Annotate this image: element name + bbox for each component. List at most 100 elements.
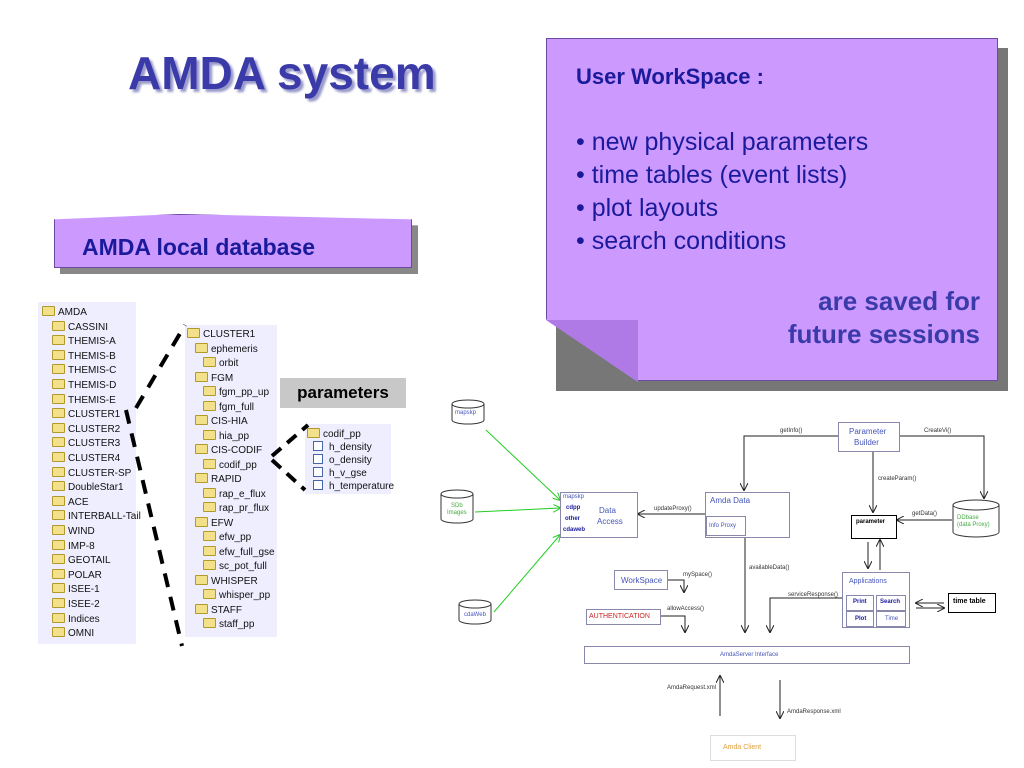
data-access-item: mapskp [563,494,585,500]
request-label: AmdaRequest.xml [667,685,717,691]
tree-node-label: h_v_gse [329,468,367,479]
folder-icon [42,306,55,316]
folder-icon [52,539,65,550]
updateproxy-label: updateProxy() [654,506,692,512]
workspace-item: • time tables (event lists) [576,161,848,189]
parameter-class-label: parameter [856,519,886,525]
folder-icon [52,481,65,492]
folder-icon [195,342,208,353]
folder-icon [203,560,216,570]
tree-node[interactable]: THEMIS-D [52,379,116,392]
tree-node[interactable]: CLUSTER1 [52,408,120,421]
tree-node[interactable]: STAFF [195,603,242,617]
checkbox-icon[interactable] [313,480,323,490]
cdaweb-database-icon [458,599,492,625]
tree-node[interactable]: ISEE-1 [52,583,100,596]
tree-node[interactable]: THEMIS-A [52,335,116,348]
tree-node[interactable]: CLUSTER-SP [52,466,131,480]
folder-icon [52,466,65,477]
folder-icon [52,627,65,638]
tree-node-label: rap_pr_flux [219,503,270,514]
folder-icon [52,510,65,521]
checkbox-icon[interactable] [313,467,323,477]
tree-node[interactable]: WHISPER [195,574,258,588]
tree-node[interactable]: CLUSTER2 [52,422,120,436]
tree-node[interactable]: codif_pp [307,428,361,441]
tree-node[interactable]: efw_pp [203,531,251,544]
time-table-box [948,593,996,613]
tree-node[interactable]: ISEE-2 [52,598,100,611]
ddbase-label: (data Proxy) [957,522,990,528]
tree-node[interactable]: efw_full_gse [203,545,275,559]
search-app-label: Search [880,599,901,605]
tree-node[interactable]: h_v_gse [313,467,367,480]
tree-node[interactable]: sc_pot_full [203,560,267,573]
tree-node[interactable]: whisper_pp [203,589,270,602]
folder-icon [195,444,208,454]
tree-node[interactable]: fgm_full [203,400,255,414]
allowaccess-label: allowAccess() [667,606,705,612]
tree-node[interactable]: ACE [52,495,89,509]
folder-icon [52,320,65,331]
tree-node[interactable]: THEMIS-B [52,349,116,363]
folder-icon [203,618,216,628]
tree-node[interactable]: IMP-8 [52,539,95,553]
folder-icon [52,422,65,433]
parameters-label: parameters [280,378,406,408]
sdb-database-icon [440,489,474,524]
tree-node[interactable]: FGM [195,371,233,385]
checkbox-icon[interactable] [313,441,323,451]
tree-node[interactable]: o_density [313,454,372,467]
tree-node[interactable]: WIND [52,525,95,538]
tree-node[interactable]: fgm_pp_up [203,386,269,399]
tree-node[interactable]: CLUSTER3 [52,437,120,450]
tree-node[interactable]: EFW [195,516,233,530]
tree-node[interactable]: DoubleStar1 [52,481,124,494]
tree-node-label: o_density [329,455,372,466]
tree-node-label: ISEE-2 [68,599,100,610]
database-banner [54,214,412,268]
tree-node[interactable]: ephemeris [195,342,258,356]
tree-node-label: CLUSTER3 [68,438,121,450]
tree-node[interactable]: rap_e_flux [203,487,266,501]
tree-node[interactable]: CIS-CODIF [195,444,262,457]
tree-node[interactable]: hia_pp [203,429,249,443]
tree-node-label: fgm_full [219,401,255,413]
tree-node[interactable]: orbit [203,357,238,370]
workspace-item: • plot layouts [576,194,719,222]
workspace-footer: are saved for future sessions [760,285,980,351]
tree-node[interactable]: Indices [52,612,100,626]
tree-node[interactable]: CASSINI [52,320,108,334]
checkbox-icon[interactable] [313,454,323,464]
mapskp-db-label: mapskp [455,410,477,416]
tree-node[interactable]: RAPID [195,473,242,486]
tree-node[interactable]: AMDA [42,306,87,319]
tree-node-label: efw_full_gse [219,546,275,558]
tree-node[interactable]: h_temperature [313,480,394,493]
sdb-db-label: SDb [451,503,463,509]
tree-node[interactable]: rap_pr_flux [203,502,269,515]
tree-node-label: h_density [329,442,372,453]
tree-node[interactable]: CLUSTER4 [52,452,120,465]
tree-node-label: WHISPER [211,575,258,587]
folder-icon [203,502,216,512]
tree-node-label: CLUSTER1 [68,409,121,421]
tree-node-label: CIS-CODIF [211,445,263,456]
tree-node-label: rap_e_flux [219,488,266,500]
tree-node[interactable]: INTERBALL-Tail [52,510,141,523]
tree-node[interactable]: codif_pp [203,458,257,472]
tree-node[interactable]: THEMIS-C [52,364,116,377]
tree-node[interactable]: GEOTAIL [52,554,111,567]
tree-node-label: CIS-HIA [211,416,248,427]
tree-node[interactable]: OMNI [52,627,94,640]
tree-node[interactable]: staff_pp [203,618,254,631]
tree-node[interactable]: THEMIS-E [52,393,116,407]
ddbase-database-icon [952,499,1000,538]
tree-node[interactable]: CLUSTER1 [187,328,255,341]
tree-node[interactable]: h_density [313,441,372,454]
tree-node[interactable]: POLAR [52,568,102,582]
tree-node[interactable]: CIS-HIA [195,415,248,428]
folder-icon [52,452,65,462]
